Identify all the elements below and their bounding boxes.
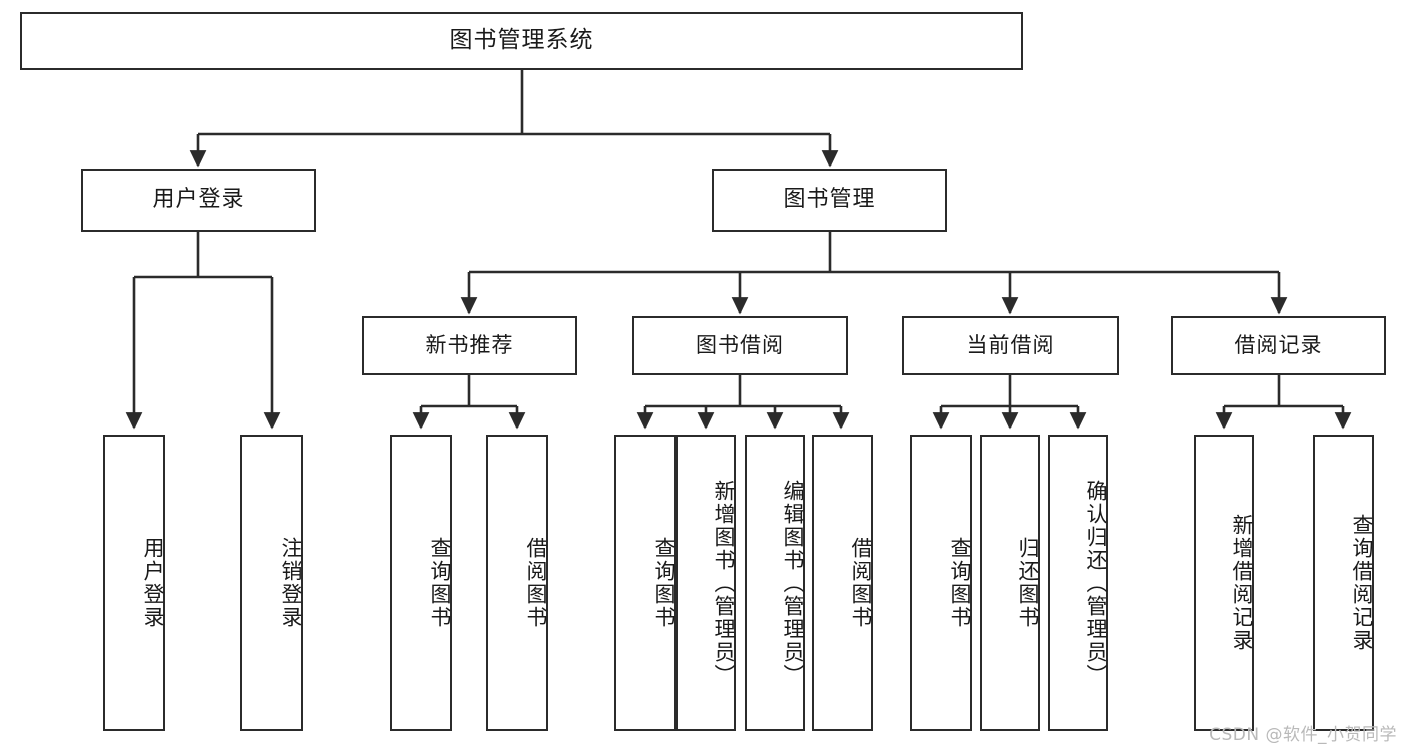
node-label: 编辑图书（管理员） [781,479,805,687]
node-label: 查询图书 [428,537,452,629]
leaf-query-book-current[interactable]: 查询图书 [910,435,972,731]
leaf-query-borrow-record[interactable]: 查询借阅记录 [1313,435,1374,731]
node-user-login[interactable]: 用户登录 [81,169,316,232]
node-borrow-record[interactable]: 借阅记录 [1171,316,1386,375]
node-label: 查询图书 [948,537,972,629]
leaf-user-login[interactable]: 用户登录 [103,435,165,731]
leaf-add-borrow-record[interactable]: 新增借阅记录 [1194,435,1254,731]
node-book-borrow[interactable]: 图书借阅 [632,316,848,375]
node-label: 借阅记录 [1234,332,1323,357]
leaf-return-book[interactable]: 归还图书 [980,435,1040,731]
node-label: 图书管理系统 [449,27,594,54]
node-label: 当前借阅 [966,332,1055,357]
node-root-book-management-system[interactable]: 图书管理系统 [20,12,1023,70]
node-new-book-recommendation[interactable]: 新书推荐 [362,316,577,375]
node-label: 用户登录 [152,187,245,213]
node-label: 注销登录 [279,537,303,629]
node-label: 归还图书 [1016,537,1040,629]
leaf-borrow-book-new-rec[interactable]: 借阅图书 [486,435,548,731]
leaf-user-logout[interactable]: 注销登录 [240,435,303,731]
leaf-query-book-new-rec[interactable]: 查询图书 [390,435,452,731]
leaf-add-book-admin[interactable]: 新增图书（管理员） [676,435,736,731]
node-label: 借阅图书 [524,537,548,629]
node-label: 新增图书（管理员） [712,479,736,687]
leaf-edit-book-admin[interactable]: 编辑图书（管理员） [745,435,805,731]
node-current-borrow[interactable]: 当前借阅 [902,316,1119,375]
node-label: 确认归还（管理员） [1084,479,1108,687]
node-label: 用户登录 [141,537,165,629]
node-book-management[interactable]: 图书管理 [712,169,947,232]
node-label: 图书借阅 [696,332,784,357]
node-label: 图书管理 [783,187,876,213]
leaf-query-book-borrow[interactable]: 查询图书 [614,435,676,731]
leaf-borrow-book[interactable]: 借阅图书 [812,435,873,731]
node-label: 查询图书 [652,537,676,629]
node-label: 借阅图书 [849,537,873,629]
node-label: 新书推荐 [425,332,514,357]
node-label: 新增借阅记录 [1230,514,1254,652]
node-label: 查询借阅记录 [1350,514,1374,652]
watermark-csdn: CSDN @软件_小贺同学 [1209,725,1397,745]
leaf-confirm-return-admin[interactable]: 确认归还（管理员） [1048,435,1108,731]
